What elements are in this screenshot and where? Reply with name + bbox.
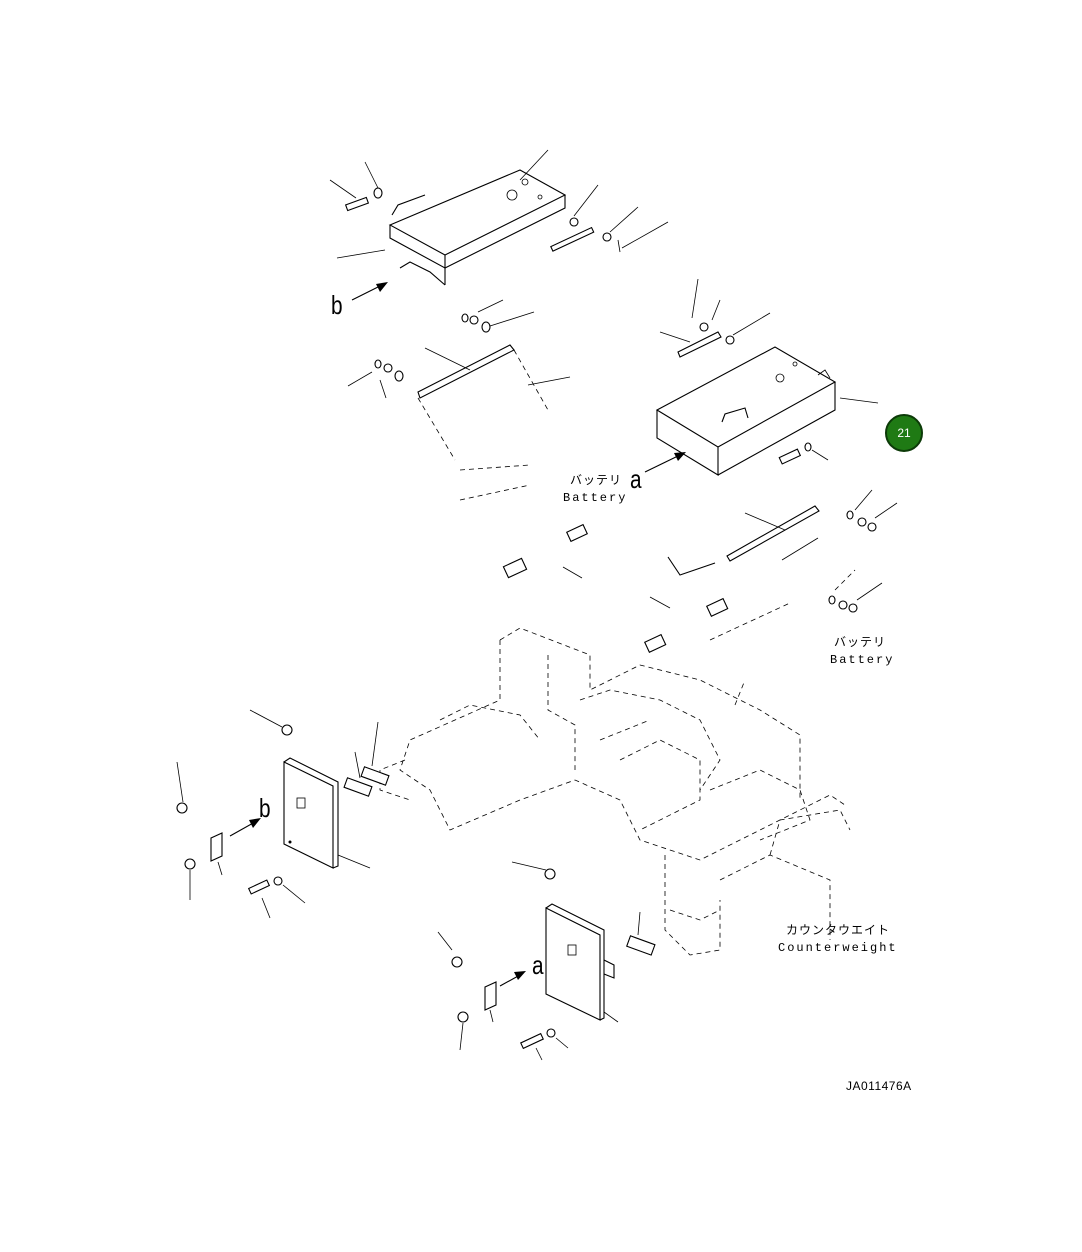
counterweight-label-jp: カウンタウエイト (786, 923, 891, 937)
counterweight-outline (719, 809, 851, 940)
battery-clamp-hardware (667, 442, 898, 613)
left-side-cover (176, 709, 390, 919)
upper-bolt-group (329, 161, 669, 259)
upper-nut-set (347, 299, 535, 399)
view-b-arrow-top (351, 282, 388, 301)
view-b-label-left: b (259, 793, 271, 823)
main-frame-phantom (379, 627, 846, 956)
view-b-label-top: b (331, 290, 343, 320)
view-a-label-bottom: a (532, 950, 544, 980)
view-a-label-mid: a (630, 464, 642, 494)
part-callout-badge[interactable]: 21 (885, 414, 923, 452)
battery-label-jp-1: バッテリ (570, 473, 623, 487)
battery-rod-group (659, 278, 771, 358)
battery-label-en-2: Battery (830, 653, 895, 667)
battery-label-en-1: Battery (563, 491, 628, 505)
bottom-side-cover (437, 861, 656, 1061)
upper-cover-plate (388, 149, 567, 286)
drawing-code: JA011476A (846, 1079, 912, 1093)
view-a-arrow-bottom (499, 971, 526, 987)
battery-pads (502, 523, 791, 653)
upper-long-rod (417, 344, 571, 501)
view-b-arrow-left (229, 818, 261, 837)
view-a-arrow-mid (644, 452, 686, 473)
battery-label-jp-2: バッテリ (834, 635, 887, 649)
battery-box (655, 346, 879, 476)
counterweight-label-en: Counterweight (778, 941, 898, 955)
